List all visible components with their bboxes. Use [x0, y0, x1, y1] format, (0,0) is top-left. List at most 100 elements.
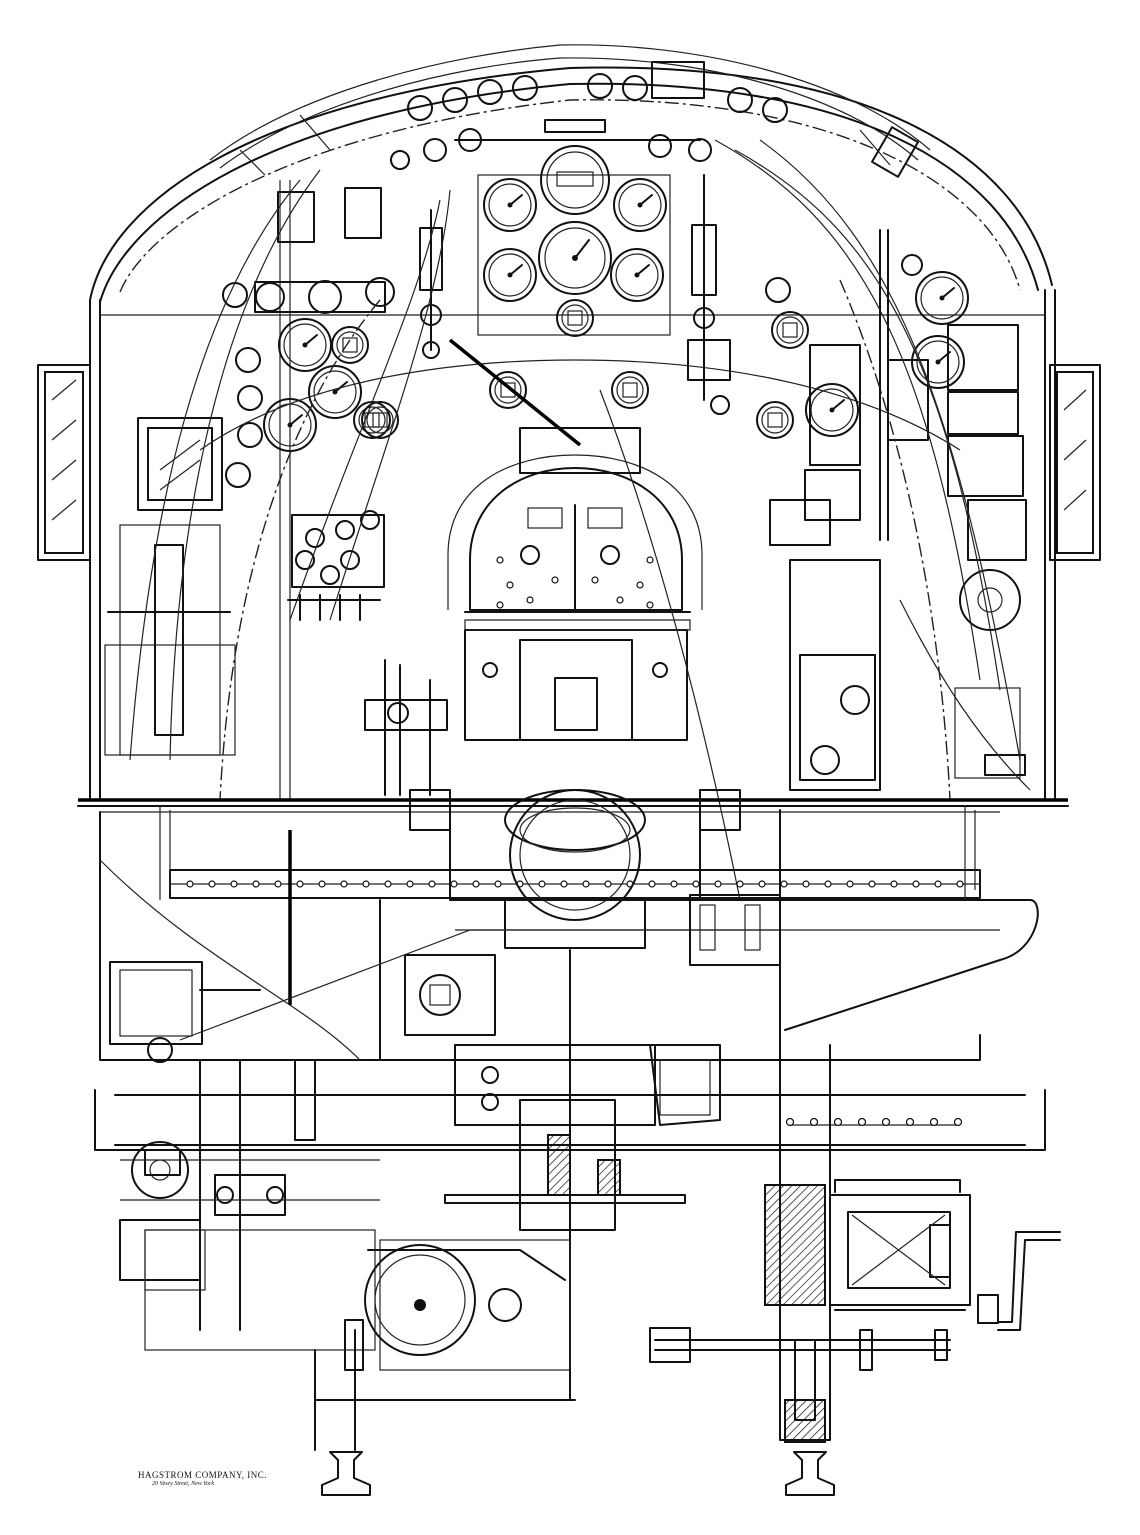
cab-side-walls	[89, 180, 1056, 801]
center-small-gauges	[361, 311, 809, 439]
rivet	[560, 880, 568, 888]
rivet	[890, 880, 898, 888]
firebox-door-rivets	[496, 556, 654, 609]
rivet	[934, 880, 942, 888]
center-top-gauge	[540, 145, 610, 215]
gauge-panel	[477, 145, 671, 337]
throttle-lever	[448, 338, 582, 447]
rivet	[506, 581, 514, 589]
truck-rivets	[785, 1117, 963, 1127]
rivet	[472, 880, 480, 888]
gauge-upper-right	[613, 178, 667, 232]
left-truck-assembly	[119, 1059, 380, 1331]
rivet	[604, 880, 612, 888]
rivet	[881, 1117, 891, 1127]
rivet	[648, 880, 656, 888]
rivet	[274, 880, 282, 888]
lower-left-frame	[144, 1229, 576, 1451]
rivet	[591, 576, 599, 584]
rivet	[384, 880, 392, 888]
valve-manifold-left	[287, 510, 385, 621]
center-bearing	[444, 1044, 721, 1231]
rivet	[296, 880, 304, 888]
rivet	[494, 880, 502, 888]
rivet	[824, 880, 832, 888]
rivet	[406, 880, 414, 888]
rivet	[953, 1117, 963, 1127]
gauge-lower-right	[610, 248, 664, 302]
rivet	[230, 880, 238, 888]
company-name: HAGSTROM COMPANY, INC.	[138, 1470, 268, 1480]
cab-deck	[77, 798, 1069, 813]
rivet	[929, 1117, 939, 1127]
rivet	[868, 880, 876, 888]
rail-left	[321, 1451, 371, 1496]
company-address: 20 Vesey Street, New York	[152, 1481, 215, 1487]
rivet	[785, 1117, 795, 1127]
rivet	[428, 880, 436, 888]
axle-and-linkage	[649, 1231, 1061, 1371]
drawbar-pocket	[409, 789, 741, 949]
injector-valves-left	[222, 187, 395, 314]
rivet	[646, 601, 654, 609]
booster-motor-left	[109, 961, 261, 1063]
frame-rivets	[186, 880, 964, 888]
brake-valve-stand	[364, 659, 448, 796]
center-main-gauge	[538, 221, 612, 295]
title-block: HAGSTROM COMPANY, INC. 20 Vesey Street, …	[138, 1470, 267, 1487]
rivet	[186, 880, 194, 888]
steam-piping	[129, 139, 1031, 901]
gauge-lower-left	[483, 248, 537, 302]
rivet	[208, 880, 216, 888]
rivet	[670, 880, 678, 888]
rail-right	[785, 1451, 835, 1496]
inner-windows-right	[947, 324, 1027, 561]
rivet	[526, 596, 534, 604]
firebox-door	[199, 359, 961, 613]
journal-box-right	[764, 1179, 971, 1311]
left-console	[104, 524, 236, 756]
rivet	[780, 880, 788, 888]
trailing-frame	[99, 809, 1039, 1401]
inner-window-left	[137, 417, 223, 511]
rivet	[450, 880, 458, 888]
gauge-bottom-center	[556, 299, 594, 337]
rivet	[736, 880, 744, 888]
rivet	[714, 880, 722, 888]
rivet	[912, 880, 920, 888]
rivet	[846, 880, 854, 888]
rivet	[646, 556, 654, 564]
rivet	[833, 1117, 843, 1127]
right-cab-window	[1049, 364, 1101, 561]
rivet	[582, 880, 590, 888]
rivet	[496, 556, 504, 564]
rivet	[551, 576, 559, 584]
cab-roof	[89, 44, 1053, 303]
rivet	[252, 880, 260, 888]
left-gauge-cluster	[225, 318, 391, 488]
rivet	[692, 880, 700, 888]
rivet	[318, 880, 326, 888]
firedoor-base	[464, 619, 691, 741]
rivet	[802, 880, 810, 888]
rivet	[956, 880, 964, 888]
rivet	[809, 1117, 819, 1127]
rivet	[616, 596, 624, 604]
rivet	[758, 880, 766, 888]
rivet	[905, 1117, 915, 1127]
right-equipment	[769, 469, 1026, 791]
rivet	[496, 601, 504, 609]
roof-gauge-row	[390, 73, 788, 170]
rivet	[362, 880, 370, 888]
rivet	[857, 1117, 867, 1127]
left-cab-window	[37, 364, 91, 561]
gauge-upper-left	[483, 178, 537, 232]
rivet	[636, 581, 644, 589]
water-glass-right	[687, 174, 731, 415]
rivet	[538, 880, 546, 888]
reverse-rod	[879, 229, 889, 541]
right-truck-pedestal	[779, 1039, 831, 1443]
brake-drum	[364, 1239, 571, 1371]
frame-crossmember	[159, 805, 981, 900]
